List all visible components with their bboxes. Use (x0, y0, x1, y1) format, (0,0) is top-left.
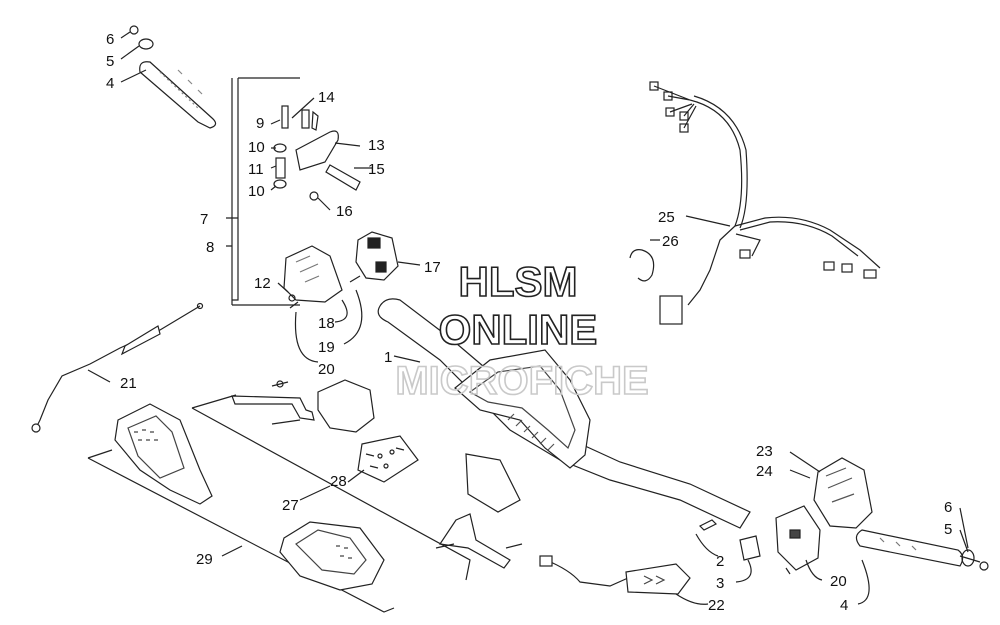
callout-10: 10 (248, 139, 265, 156)
wire-harness (649, 81, 881, 325)
callout-22: 22 (708, 597, 725, 614)
handlebar (377, 298, 751, 529)
callout-24: 24 (756, 463, 773, 480)
callout-4: 4 (106, 75, 114, 92)
callout-25: 25 (658, 209, 675, 226)
callout-3: 3 (716, 575, 724, 592)
callout-4: 4 (840, 597, 848, 614)
callout-10: 10 (248, 183, 265, 200)
left-grip-washer (138, 38, 154, 50)
brake-lever-parts (273, 105, 361, 201)
callouts: 6 5 4 9 14 10 13 11 15 10 16 7 8 17 12 1… (106, 31, 952, 614)
callout-28: 28 (330, 473, 347, 490)
watermark-line2: ONLINE (439, 306, 598, 353)
callout-8: 8 (206, 239, 214, 256)
callout-5: 5 (106, 53, 114, 70)
callout-7: 7 (200, 211, 208, 228)
throttle-cable (31, 302, 204, 433)
left-grip (139, 61, 217, 129)
callout-1: 1 (384, 349, 392, 366)
right-switch-housing (813, 457, 873, 529)
callout-9: 9 (256, 115, 264, 132)
bar-end-parts (698, 519, 761, 561)
watermark-line1: HLSM (459, 258, 578, 305)
mount-bracket-lower (435, 453, 523, 569)
mount-bracket-upper (231, 379, 375, 433)
callout-18: 18 (318, 315, 335, 332)
right-grip (855, 529, 964, 567)
callout-17: 17 (424, 259, 441, 276)
assembly-bracket-7 (232, 77, 300, 301)
callout-16: 16 (336, 203, 353, 220)
handguard-left-upper (114, 403, 213, 505)
callout-20: 20 (318, 361, 335, 378)
right-wiring-connector (539, 555, 691, 595)
callout-21: 21 (120, 375, 137, 392)
callout-15: 15 (368, 161, 385, 178)
right-housing-base (775, 505, 821, 571)
callout-14: 14 (318, 89, 335, 106)
callout-12: 12 (254, 275, 271, 292)
callout-2: 2 (716, 553, 724, 570)
handguard-left-lower (279, 521, 385, 591)
callout-11: 11 (248, 161, 264, 178)
watermark-line3: MICROFICHE (395, 359, 648, 403)
callout-23: 23 (756, 443, 773, 460)
callout-29: 29 (196, 551, 213, 568)
callout-20: 20 (830, 573, 847, 590)
callout-27: 27 (282, 497, 299, 514)
callout-19: 19 (318, 339, 335, 356)
left-grip-screw (129, 25, 139, 35)
mount-plate (357, 435, 419, 483)
watermark: HLSM ONLINE MICROFICHE (395, 257, 650, 404)
callout-26: 26 (662, 233, 679, 250)
callout-13: 13 (368, 137, 385, 154)
callout-6: 6 (944, 499, 952, 516)
throttle-housing (283, 245, 343, 303)
harness-clip (629, 249, 655, 282)
right-grip-screw (979, 561, 989, 571)
right-grip-washer (961, 549, 975, 567)
switch-housing (355, 231, 399, 281)
callout-6: 6 (106, 31, 114, 48)
callout-5: 5 (944, 521, 952, 538)
